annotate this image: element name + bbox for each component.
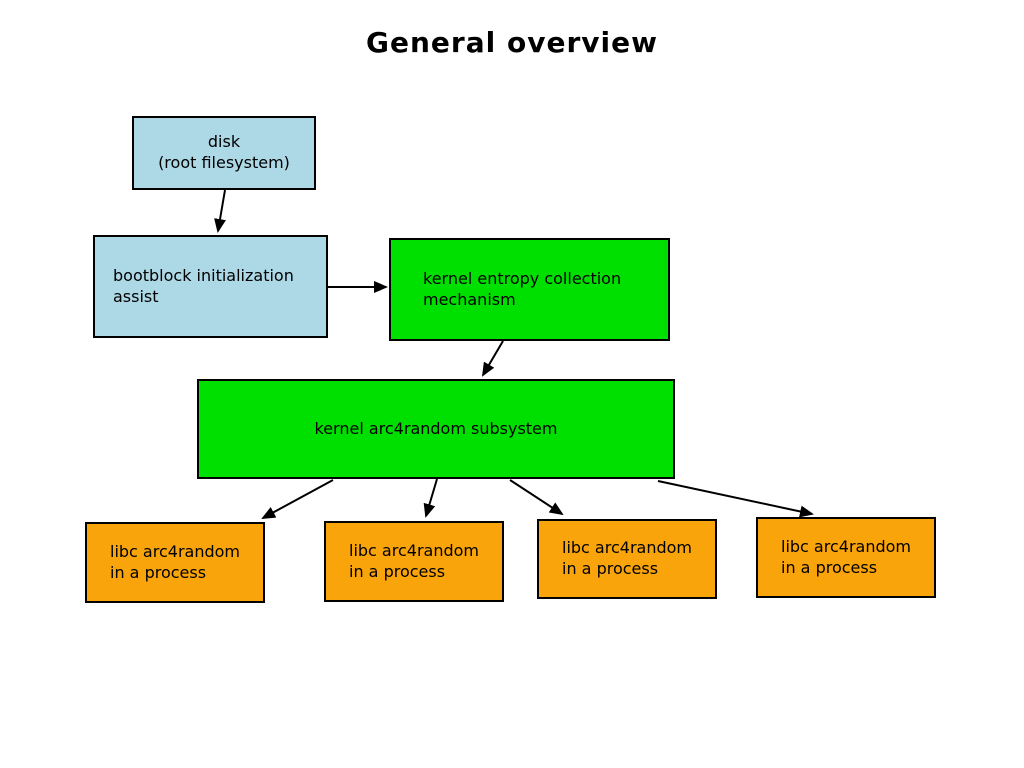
arrow-entropy-to-arc4random — [481, 340, 504, 377]
arrow-arc4random-to-libc-3 — [509, 479, 564, 516]
arrow-disk-to-bootblock — [214, 189, 226, 233]
node-kernel-entropy-collection-mechanism: kernel entropy collection mechanism — [389, 238, 670, 341]
node-libc-4-label: libc arc4random in a process — [781, 536, 911, 577]
node-libc-arc4random-process-3: libc arc4random in a process — [537, 519, 717, 599]
node-libc-arc4random-process-4: libc arc4random in a process — [756, 517, 936, 598]
node-bootblock-label: bootblock initialization assist — [113, 265, 294, 306]
node-libc-2-label: libc arc4random in a process — [349, 540, 479, 581]
node-bootblock-initialization-assist: bootblock initialization assist — [93, 235, 328, 338]
node-libc-arc4random-process-1: libc arc4random in a process — [85, 522, 265, 603]
node-libc-3-label: libc arc4random in a process — [562, 538, 692, 578]
node-disk: disk (root filesystem) — [132, 116, 316, 190]
arrow-arc4random-to-libc-4 — [657, 480, 814, 518]
node-disk-label: disk (root filesystem) — [158, 132, 290, 172]
slide-title: General overview — [366, 26, 658, 59]
arrow-arc4random-to-libc-1 — [261, 479, 334, 519]
arrow-arc4random-to-libc-2 — [423, 478, 438, 518]
node-kernel-arc4random-subsystem: kernel arc4random subsystem — [197, 379, 675, 479]
node-entropy-label: kernel entropy collection mechanism — [423, 268, 622, 309]
node-libc-1-label: libc arc4random in a process — [110, 541, 240, 582]
node-libc-arc4random-process-2: libc arc4random in a process — [324, 521, 504, 602]
node-arc4random-label: kernel arc4random subsystem — [314, 418, 558, 438]
